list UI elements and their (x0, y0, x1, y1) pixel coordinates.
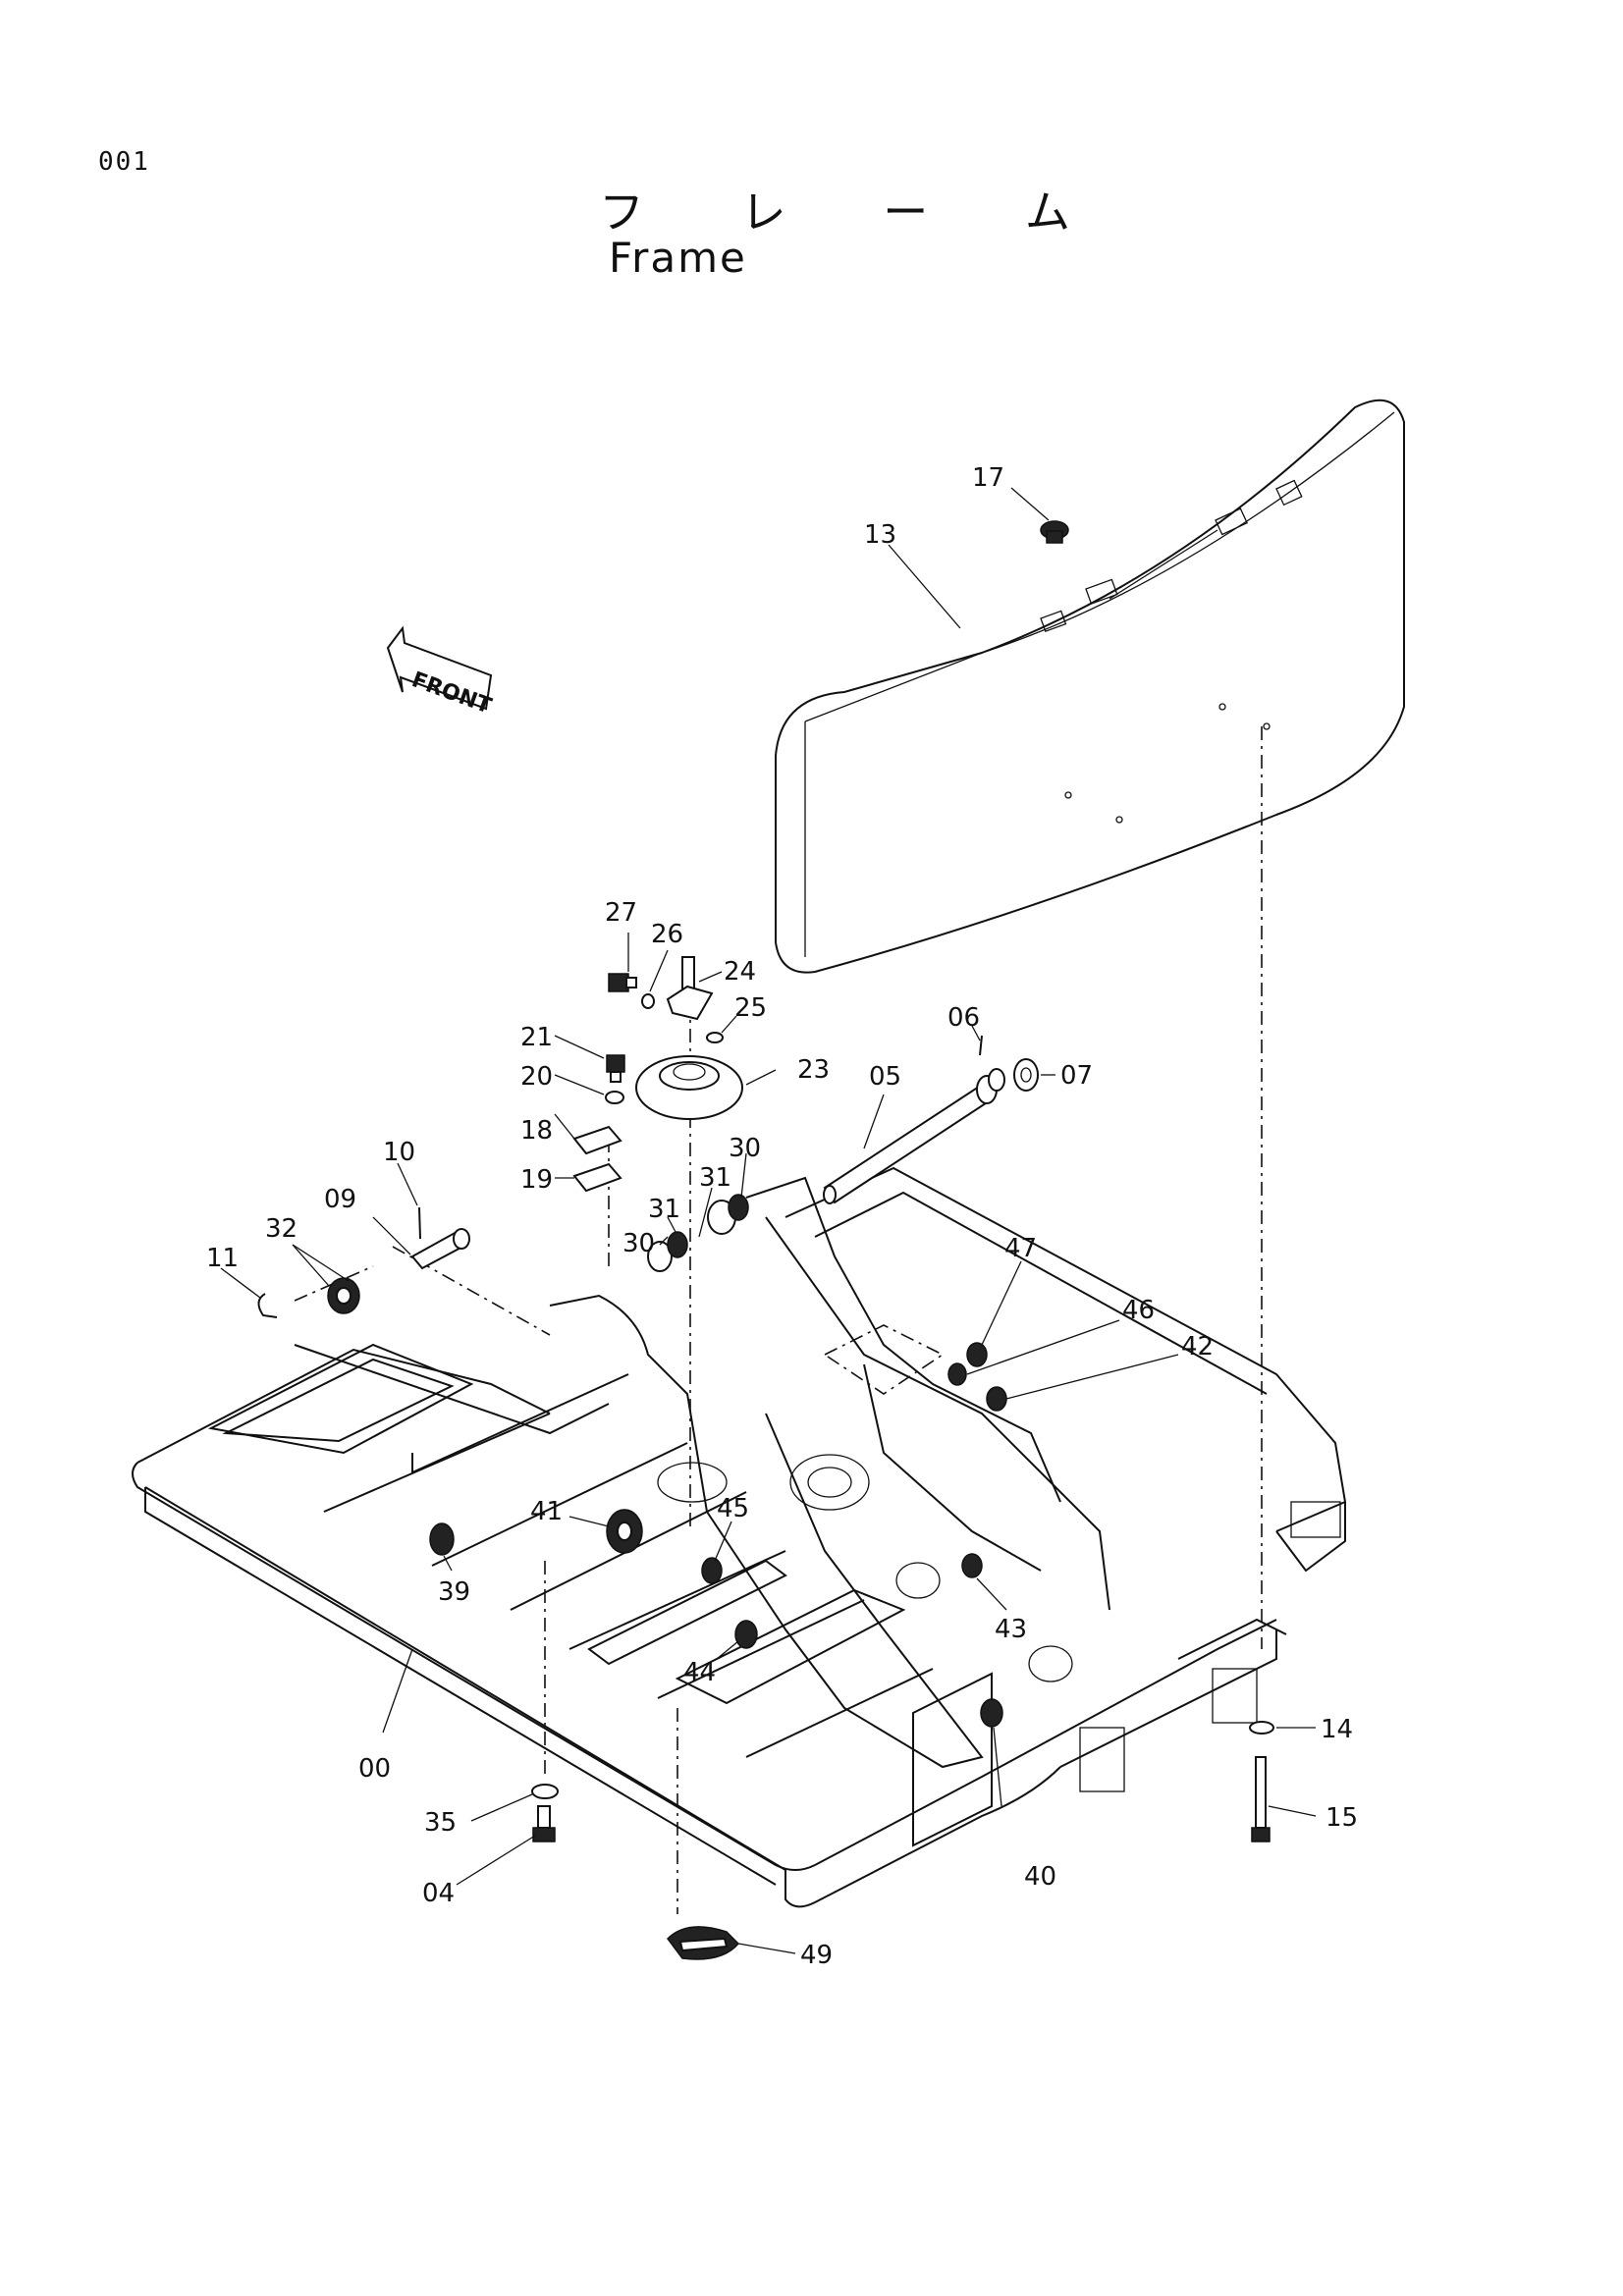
callout-10: 10 (383, 1138, 415, 1167)
callout-31-left: 31 (648, 1195, 680, 1224)
bushing-43 (961, 1553, 983, 1578)
callout-30-left: 30 (622, 1229, 655, 1258)
bolt-04 (532, 1805, 556, 1842)
bolt-27 (608, 973, 637, 992)
callout-11: 11 (206, 1244, 239, 1273)
callout-41: 41 (530, 1497, 563, 1526)
callout-30-right: 30 (729, 1134, 761, 1163)
front-label: FRONT (408, 667, 495, 719)
callout-39: 39 (438, 1577, 470, 1607)
callout-46: 46 (1122, 1296, 1155, 1325)
callout-18: 18 (520, 1116, 553, 1146)
bushing-32 (327, 1277, 360, 1314)
front-arrow: FRONT (386, 625, 495, 719)
callout-49: 49 (800, 1941, 833, 1970)
snap-ring-11 (257, 1293, 278, 1318)
washer-20 (605, 1091, 624, 1104)
callout-19: 19 (520, 1165, 553, 1195)
cap-17 (1040, 520, 1069, 544)
page-number: 001 (98, 147, 150, 177)
pin-05 (823, 1068, 1005, 1204)
bushing-42 (986, 1386, 1007, 1412)
callout-24: 24 (724, 957, 756, 987)
callout-21: 21 (520, 1023, 553, 1052)
pin-09 (410, 1228, 470, 1270)
bushing-40 (980, 1698, 1003, 1728)
grommet-49 (667, 1926, 740, 1960)
bracket-24 (666, 956, 714, 1021)
callout-31-right: 31 (699, 1163, 731, 1193)
callout-13: 13 (864, 520, 896, 550)
callout-42: 42 (1181, 1332, 1214, 1362)
plate-19 (572, 1162, 622, 1193)
bolt-15 (1251, 1756, 1271, 1842)
callout-06: 06 (947, 1003, 980, 1033)
callout-45: 45 (717, 1494, 749, 1523)
callout-20: 20 (520, 1062, 553, 1092)
callout-47: 47 (1004, 1234, 1037, 1263)
grommet-39 (429, 1522, 455, 1556)
callout-15: 15 (1325, 1803, 1358, 1833)
leader-lines (220, 487, 1317, 1954)
callout-26: 26 (651, 920, 683, 949)
pin-06 (979, 1035, 983, 1056)
bushing-30-left (647, 1241, 673, 1272)
plate-18 (572, 1125, 622, 1155)
callout-32: 32 (265, 1214, 298, 1244)
callout-40: 40 (1024, 1862, 1056, 1892)
collar-07 (1013, 1058, 1039, 1092)
callout-25: 25 (734, 993, 767, 1023)
callout-43: 43 (995, 1615, 1027, 1644)
bushing-46 (947, 1362, 967, 1386)
title-english: Frame (609, 234, 747, 282)
callout-17: 17 (972, 463, 1004, 493)
callout-35: 35 (424, 1808, 457, 1838)
washer-14 (1249, 1721, 1274, 1735)
washer-25 (706, 1032, 724, 1043)
pin-10 (418, 1206, 421, 1240)
bushing-44 (734, 1620, 758, 1649)
callout-04: 04 (422, 1879, 455, 1908)
washer-35 (531, 1784, 559, 1799)
bushing-31-right (728, 1194, 749, 1221)
callout-23: 23 (797, 1055, 830, 1085)
bushing-31-left (667, 1231, 688, 1258)
callout-05: 05 (869, 1062, 901, 1092)
washer-26 (641, 993, 655, 1009)
callout-07: 07 (1060, 1061, 1093, 1091)
bushing-45 (701, 1557, 723, 1584)
bushing-47 (966, 1342, 988, 1367)
main-frame (132, 1166, 1347, 1908)
callout-27: 27 (605, 898, 637, 928)
callout-09: 09 (324, 1185, 356, 1214)
bolt-21 (606, 1054, 625, 1083)
counterweight (775, 399, 1405, 974)
callout-44: 44 (683, 1658, 716, 1687)
callout-labels: 17 13 27 26 24 25 21 20 23 18 19 06 07 0… (206, 463, 1358, 1970)
bushing-41 (606, 1509, 643, 1554)
cover-23 (635, 1055, 743, 1120)
callout-00: 00 (358, 1754, 391, 1784)
title-japanese: フ レ ー ム (599, 186, 1111, 239)
callout-14: 14 (1321, 1715, 1353, 1744)
